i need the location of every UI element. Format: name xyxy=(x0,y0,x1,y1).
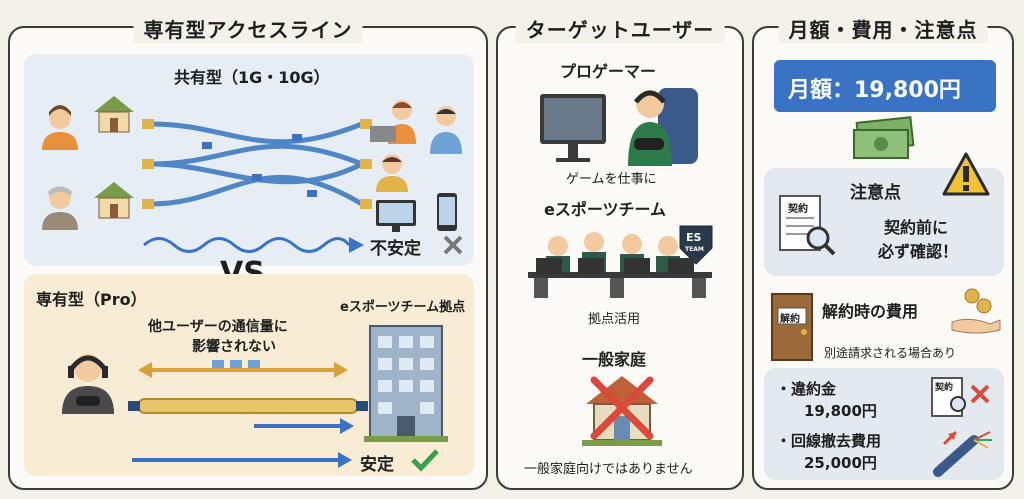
monthly-fee-banner xyxy=(774,60,996,112)
cancel-fee-title: 解約時の費用 xyxy=(822,302,919,321)
penalty-document-icon xyxy=(931,377,990,417)
shared-status-label: 不安定 xyxy=(370,239,421,259)
bidirectional-arrow xyxy=(138,360,348,378)
dedicated-status-label: 安定 xyxy=(360,455,394,475)
door-label: 解約 xyxy=(780,314,800,325)
esports-team-label: eスポーツチーム xyxy=(544,200,667,219)
laptop-user-icon xyxy=(370,100,416,144)
not-applicable-x-icon xyxy=(590,376,654,440)
caution-line2: 必ず確認！ xyxy=(878,242,959,261)
cash-icon xyxy=(853,116,915,159)
target-users-title: ターゲットユーザー xyxy=(515,14,725,43)
caution-line1: 契約前に xyxy=(884,218,949,237)
fees-panel: 月額・費用・注意点 月額：19,800円 注意点 契約 契約前に 必ず確認！ 解… xyxy=(752,14,1014,490)
house-icon xyxy=(94,96,134,133)
shared-label: 共有型（1G・10G） xyxy=(174,68,330,87)
pro-gamer-label: プロゲーマー xyxy=(560,62,657,81)
pro-gamer-caption: ゲームを仕事に xyxy=(566,172,657,187)
contract-document-icon xyxy=(779,195,836,256)
esports-team-badge-line2: TEAM xyxy=(685,246,704,253)
dedicated-gold-cable xyxy=(128,398,368,414)
dedicated-label: 専有型（Pro） xyxy=(36,290,147,309)
removal-value: 25,000円 xyxy=(804,454,877,472)
desk-user-icon xyxy=(376,154,408,192)
check-mark-icon xyxy=(411,449,439,472)
dedicated-note-line2: 影響されない xyxy=(192,339,276,355)
target-users-panel: ターゲットユーザー プロゲーマー ゲームを仕事に eスポーツチーム ES TEA… xyxy=(496,14,744,490)
esports-team-badge-line1: ES xyxy=(686,231,702,244)
coins-hand-icon xyxy=(951,288,1001,334)
phone-user-icon xyxy=(430,106,462,154)
shared-section: 共有型（1G・10G） xyxy=(24,54,474,266)
user-woman-icon xyxy=(42,105,78,150)
x-mark-icon xyxy=(443,235,463,255)
fees-box xyxy=(764,368,1004,480)
stable-arrow-upper xyxy=(254,418,354,434)
smartphone-icon xyxy=(437,193,457,231)
monthly-fee-text: 月額：19,800円 xyxy=(788,78,961,103)
office-building-icon xyxy=(364,325,448,442)
dedicated-note-line1: 他ユーザーの通信量に xyxy=(148,319,288,335)
removal-label: ・回線撤去費用 xyxy=(776,432,882,450)
fees-panel-title: 月額・費用・注意点 xyxy=(778,14,988,43)
gamer-headset-icon xyxy=(62,354,114,414)
esports-team-badge-icon xyxy=(679,225,713,265)
house-icon-2 xyxy=(94,182,134,219)
dedicated-line-panel: 専有型アクセスライン 共有型（1G・10G） xyxy=(8,14,488,490)
monitor-icon xyxy=(376,200,416,232)
unstable-wave-arrow xyxy=(143,237,364,253)
esports-team-caption: 拠点活用 xyxy=(588,312,641,327)
dedicated-section: 専有型（Pro） 他ユーザーの通信量に 影響されない eスポーツチーム拠点 xyxy=(24,274,474,476)
caution-title: 注意点 xyxy=(850,183,901,203)
dedicated-line-title: 専有型アクセスライン xyxy=(133,14,363,43)
penalty-label: ・違約金 xyxy=(776,380,837,398)
fees-doc-label: 契約 xyxy=(935,383,954,393)
door-icon xyxy=(771,293,813,361)
shared-cables-graphic xyxy=(142,119,372,209)
pro-gamer-illustration xyxy=(540,88,698,166)
caution-doc-label: 契約 xyxy=(788,204,808,215)
cable-removal-icon xyxy=(933,430,992,477)
household-caption: 一般家庭向けではありません xyxy=(524,462,693,477)
esports-team-illustration xyxy=(528,232,712,298)
household-label: 一般家庭 xyxy=(582,350,647,369)
user-elderly-icon xyxy=(42,186,78,230)
building-label: eスポーツチーム拠点 xyxy=(340,300,466,315)
cancel-fee-note: 別途請求される場合あり xyxy=(824,346,957,360)
penalty-value: 19,800円 xyxy=(804,402,877,420)
warning-triangle-icon xyxy=(942,152,990,196)
stable-arrow-lower xyxy=(132,452,352,468)
